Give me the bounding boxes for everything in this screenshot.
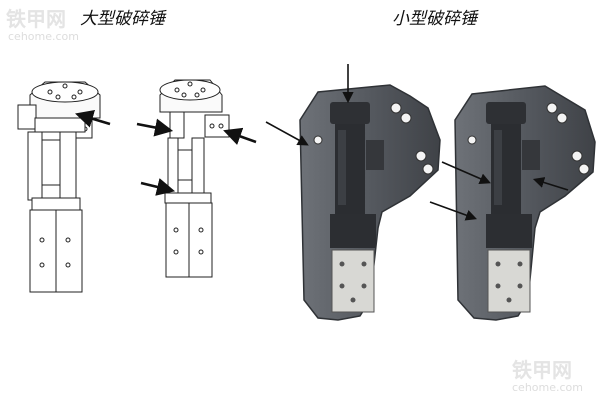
line-drawing-large-2 <box>159 79 230 278</box>
arrow-small-2-lower <box>429 201 478 221</box>
arrow-small-2-right <box>532 177 569 191</box>
arrow-large-2-body <box>140 178 176 196</box>
watermark-top-left: 铁甲网 cehome.com <box>6 7 79 43</box>
watermark-cn-bottom: 铁甲网 <box>512 358 572 382</box>
watermark-en-bottom: cehome.com <box>512 381 583 394</box>
arrow-large-2-right-valve <box>223 127 257 145</box>
line-drawing-large-1 <box>17 81 101 293</box>
arrow-small-1-side <box>265 121 309 146</box>
small-breaker-photo-2 <box>454 85 596 321</box>
watermark-cn-top: 铁甲网 <box>6 7 66 31</box>
arrow-large-1-valve <box>75 110 111 128</box>
small-breaker-photo-1 <box>299 84 441 321</box>
watermark-bottom-right: 铁甲网 cehome.com <box>512 358 583 394</box>
arrow-small-2-upper <box>441 161 491 184</box>
title-large-breaker: 大型破碎锤 <box>80 9 167 29</box>
title-small-breaker: 小型破碎锤 <box>392 9 479 29</box>
watermark-en-top: cehome.com <box>8 30 79 43</box>
arrow-large-2-left-valve <box>136 118 174 137</box>
